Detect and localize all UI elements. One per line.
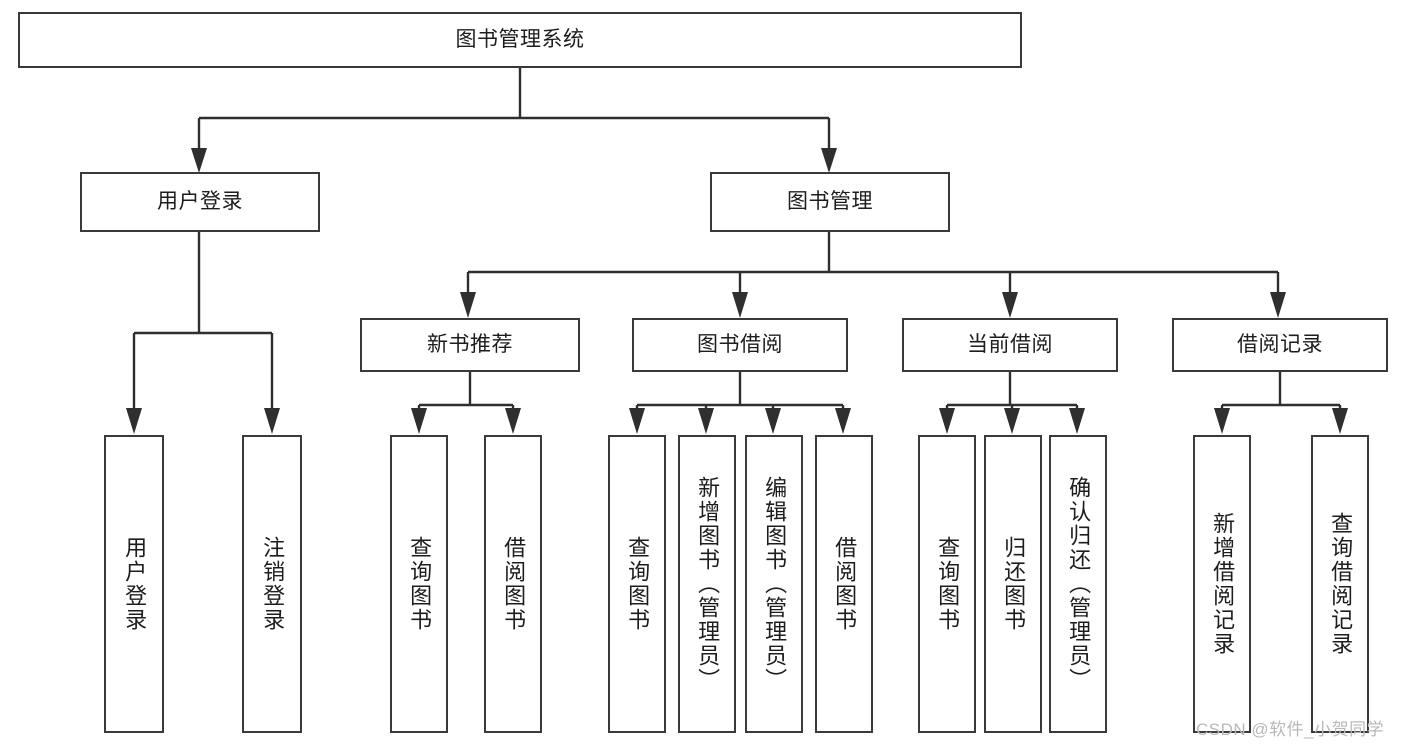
node-user-login[interactable]: 用户登录	[80, 172, 320, 232]
arrow-current-c3	[1069, 408, 1085, 434]
arrow-current-c2	[1004, 408, 1020, 434]
node-label: 查询借阅记录	[1328, 512, 1354, 656]
csdn-watermark: CSDN @软件_小贺同学	[1196, 720, 1385, 739]
leaf-query-book-recommend[interactable]: 查询图书	[390, 435, 448, 733]
node-label: 当前借阅	[967, 333, 1053, 357]
node-label: 编辑图书（管理员）	[762, 476, 788, 692]
leaf-borrow-book[interactable]: 借阅图书	[815, 435, 873, 733]
node-label: 借阅图书	[501, 536, 527, 632]
arrow-newbook-c1	[411, 408, 427, 434]
node-borrow-record[interactable]: 借阅记录	[1172, 318, 1388, 372]
arrow-newbook-c2	[505, 408, 521, 434]
node-label: 图书借阅	[697, 333, 783, 357]
arrow-current-c1	[939, 408, 955, 434]
node-book-borrow[interactable]: 图书借阅	[632, 318, 848, 372]
node-current-borrow[interactable]: 当前借阅	[902, 318, 1118, 372]
node-label: 图书管理系统	[455, 28, 585, 52]
arrow-userlogin-c2	[264, 408, 280, 434]
leaf-query-book-current[interactable]: 查询图书	[918, 435, 976, 733]
arrow-root-bookmgmt	[821, 148, 837, 173]
node-label: 新增借阅记录	[1210, 512, 1236, 656]
leaf-borrow-book-recommend[interactable]: 借阅图书	[484, 435, 542, 733]
arrow-bookmgmt-c4	[1270, 292, 1286, 318]
arrow-bookmgmt-c2	[732, 292, 748, 318]
arrow-bookmgmt-c3	[1002, 292, 1018, 318]
node-label: 新书推荐	[427, 333, 513, 357]
node-label: 注销登录	[260, 536, 286, 632]
node-label: 查询图书	[407, 536, 433, 632]
arrow-userlogin-c1	[126, 408, 142, 434]
leaf-return-book[interactable]: 归还图书	[984, 435, 1042, 733]
arrow-borrow-c4	[835, 408, 851, 434]
arrow-borrow-c3	[765, 408, 781, 434]
node-label: 查询图书	[625, 536, 651, 632]
arrow-record-c2	[1332, 408, 1348, 434]
node-label: 新增图书（管理员）	[695, 476, 721, 692]
node-label: 借阅图书	[832, 536, 858, 632]
node-label: 借阅记录	[1237, 333, 1323, 357]
node-root-system[interactable]: 图书管理系统	[18, 12, 1022, 68]
leaf-add-borrow-record[interactable]: 新增借阅记录	[1193, 435, 1251, 733]
node-book-management[interactable]: 图书管理	[710, 172, 950, 232]
leaf-query-borrow-record[interactable]: 查询借阅记录	[1311, 435, 1369, 733]
arrow-bookmgmt-c1	[460, 292, 476, 318]
leaf-edit-book-admin[interactable]: 编辑图书（管理员）	[745, 435, 803, 733]
leaf-logout-login[interactable]: 注销登录	[242, 435, 302, 733]
leaf-confirm-return-admin[interactable]: 确认归还（管理员）	[1049, 435, 1107, 733]
leaf-query-book-borrow[interactable]: 查询图书	[608, 435, 666, 733]
arrow-borrow-c1	[629, 408, 645, 434]
node-new-book-recommend[interactable]: 新书推荐	[360, 318, 580, 372]
node-label: 查询图书	[935, 536, 961, 632]
arrow-record-c1	[1214, 408, 1230, 434]
arrow-borrow-c2	[698, 408, 714, 434]
node-label: 用户登录	[122, 536, 148, 632]
leaf-user-login[interactable]: 用户登录	[104, 435, 164, 733]
leaf-add-book-admin[interactable]: 新增图书（管理员）	[678, 435, 736, 733]
node-label: 用户登录	[157, 190, 243, 214]
arrow-root-userlogin	[191, 148, 207, 173]
node-label: 确认归还（管理员）	[1066, 476, 1092, 692]
node-label: 图书管理	[787, 190, 873, 214]
node-label: 归还图书	[1001, 536, 1027, 632]
